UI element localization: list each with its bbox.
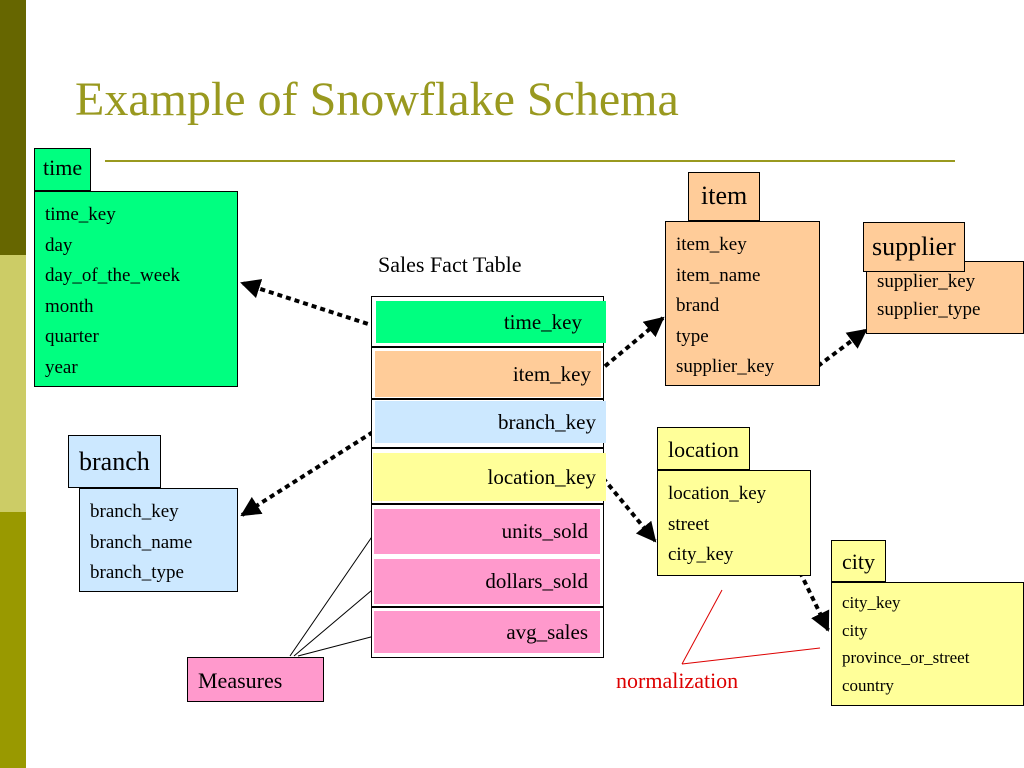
supplier-field: supplier_key [877, 271, 976, 292]
time-field: quarter [45, 326, 99, 347]
fact-row-time-key: time_key [376, 301, 606, 343]
connector-item [596, 316, 665, 374]
item-table: item_key item_name brand type supplier_k… [665, 221, 820, 386]
title-rule [105, 160, 955, 162]
supplier-field: supplier_type [877, 298, 981, 320]
normalization-line-1 [681, 589, 723, 665]
time-table: time_key day day_of_the_week month quart… [34, 191, 238, 387]
fact-row-location-key: location_key [373, 453, 606, 501]
fact-divider [371, 606, 604, 608]
item-field: type [676, 325, 709, 347]
connector-supplier [816, 328, 868, 368]
fact-divider [371, 503, 604, 505]
fact-table-caption: Sales Fact Table [378, 252, 522, 277]
supplier-table: supplier_key supplier_type [866, 261, 1024, 334]
branch-field: branch_type [90, 562, 184, 583]
fact-row-avg-sales: avg_sales [374, 611, 600, 653]
location-table: location_key street city_key [657, 470, 811, 576]
city-field: city [842, 620, 868, 640]
time-field: day [45, 234, 73, 256]
item-field: item_name [676, 264, 761, 286]
time-field: year [45, 356, 78, 378]
location-field: location_key [668, 483, 767, 504]
location-field: city_key [668, 544, 734, 565]
location-table-name: location [657, 427, 750, 470]
connector-branch [240, 430, 375, 517]
sidebar-band-top [0, 0, 26, 255]
item-table-name: item [688, 172, 761, 221]
item-field: item_key [676, 234, 747, 255]
measures-label: Measures [187, 657, 324, 702]
city-field: province_or_street [842, 648, 970, 667]
normalization-line-2 [681, 647, 821, 665]
item-field: supplier_key [676, 356, 775, 377]
time-field: time_key [45, 204, 116, 225]
fact-divider [371, 447, 604, 449]
sidebar-band-middle [0, 255, 26, 512]
fact-row-item-key: item_key [375, 351, 601, 397]
time-field: month [45, 295, 94, 317]
branch-field: branch_key [90, 501, 179, 522]
fact-row-units-sold: units_sold [374, 509, 600, 554]
branch-table-name: branch [68, 435, 161, 488]
branch-field: branch_name [90, 531, 193, 553]
location-field: street [668, 513, 710, 535]
fact-divider [371, 346, 604, 348]
sidebar-band-bottom [0, 512, 26, 768]
city-table: city_key city province_or_street country [831, 582, 1024, 706]
supplier-table-name: supplier [863, 222, 965, 272]
normalization-label: normalization [616, 668, 739, 693]
item-field: brand [676, 295, 720, 316]
time-field: day_of_the_week [45, 265, 181, 286]
measures-line-2 [293, 584, 379, 657]
slide-title: Example of Snowflake Schema [75, 73, 679, 126]
connector-city [798, 571, 830, 632]
fact-row-branch-key: branch_key [375, 401, 606, 443]
time-table-name: time [34, 148, 92, 191]
branch-table: branch_key branch_name branch_type [79, 488, 238, 592]
measures-line-1 [289, 527, 379, 657]
fact-row-dollars-sold: dollars_sold [374, 559, 600, 604]
city-field: city_key [842, 593, 901, 612]
connector-location [601, 476, 657, 543]
city-field: country [842, 675, 894, 695]
fact-divider [371, 398, 604, 400]
city-table-name: city [831, 540, 886, 582]
